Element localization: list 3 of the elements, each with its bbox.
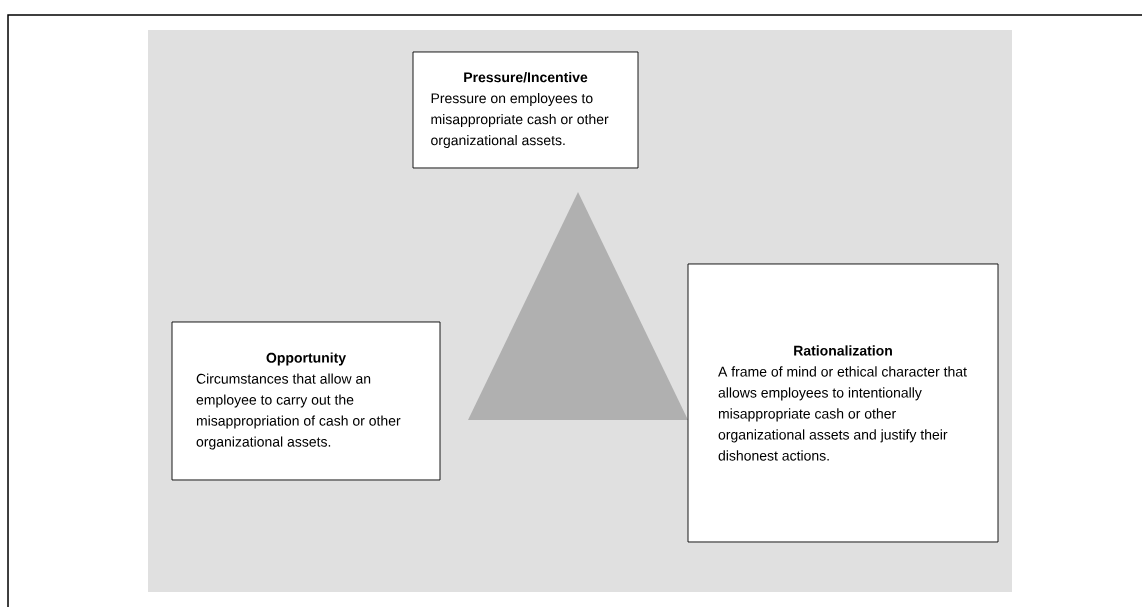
text-box: Rationalization A frame of mind or ethical character that allows employees to intentionally misappropriate cash or other organizational assets and justify their dishonest actions. xyxy=(687,263,999,543)
text-box: Opportunity Circumstances that allow an employee to carry out the misappropriation of cash or other organizational assets. xyxy=(171,321,441,481)
text-box: Pressure/Incentive Pressure on employees to misappropriate cash or other organizational assets. xyxy=(412,51,639,169)
